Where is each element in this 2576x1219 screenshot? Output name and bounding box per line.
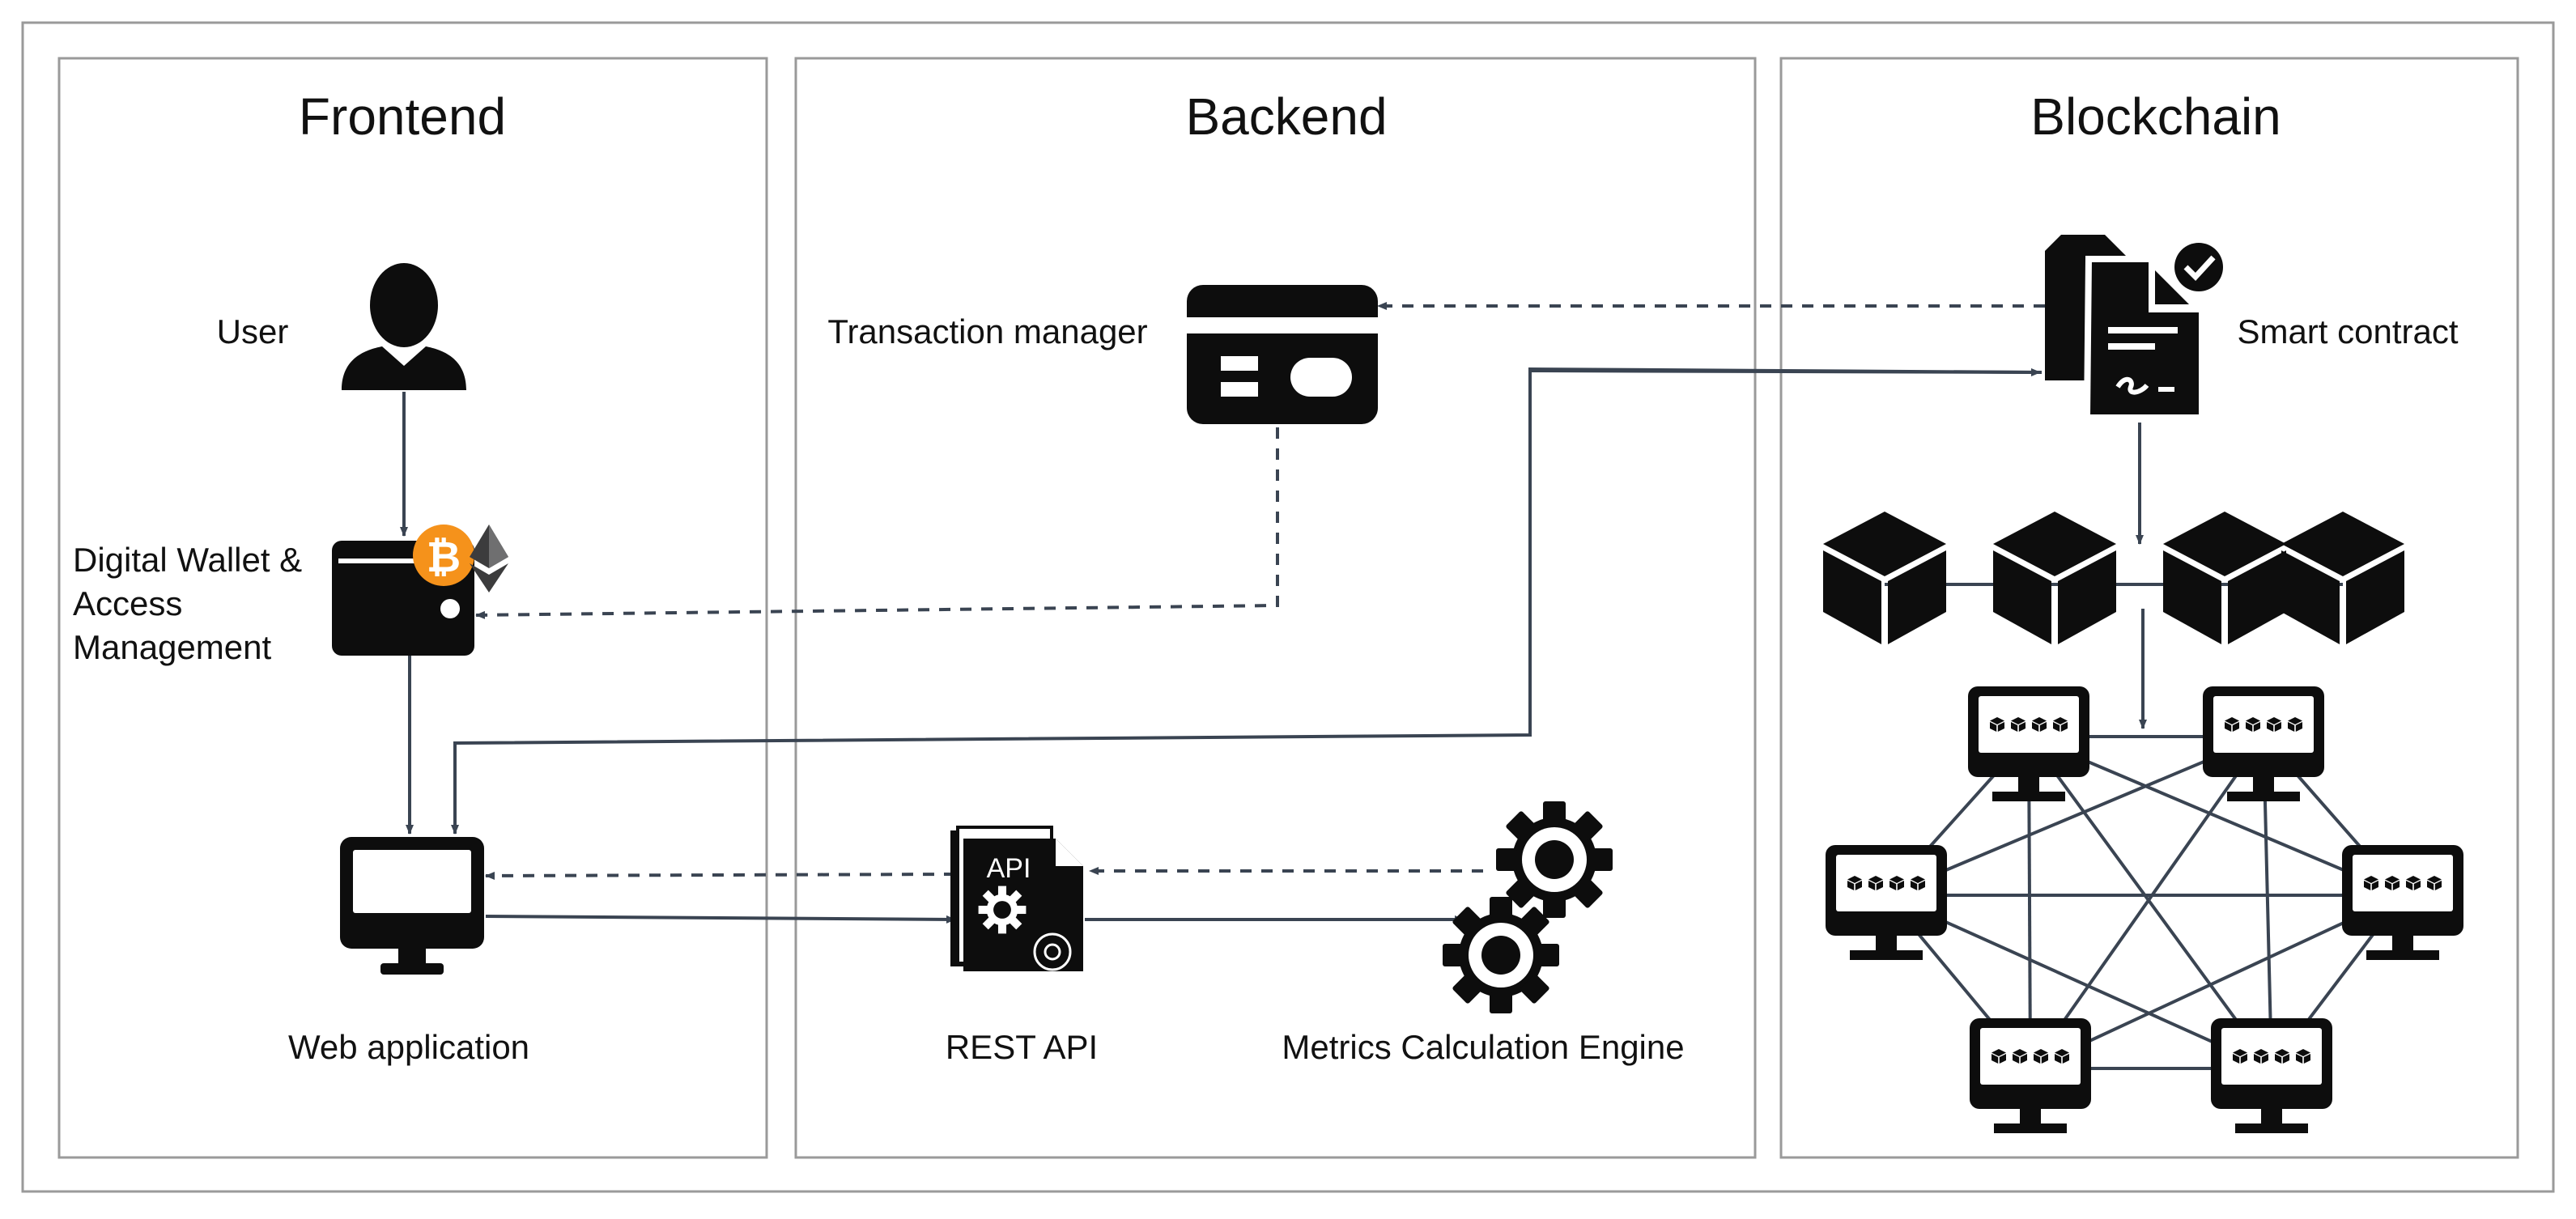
- network-node-6: [2211, 1018, 2332, 1133]
- edge-restapi-webapp: [485, 871, 956, 880]
- backend-title: Backend: [1185, 87, 1387, 146]
- api-document-icon: API: [950, 826, 1083, 971]
- monitor-icon: [340, 837, 484, 975]
- block-cube-2: [1993, 512, 2116, 644]
- user-label: User: [217, 312, 289, 350]
- edge-webapp-smartcontract: [451, 367, 2043, 835]
- transaction-manager-label: Transaction manager: [827, 312, 1147, 350]
- network-node-5: [1970, 1018, 2091, 1133]
- metrics-engine-label: Metrics Calculation Engine: [1282, 1028, 1684, 1066]
- backend-panel: [794, 57, 1757, 1159]
- edge-webapp-restapi: [485, 915, 956, 924]
- api-badge: API: [987, 853, 1031, 884]
- blockchain-title: Blockchain: [2030, 87, 2281, 146]
- network-node-4: [2342, 845, 2463, 960]
- frontend-panel: [57, 57, 768, 1159]
- block-cube-3: [2163, 512, 2286, 644]
- user-icon: [342, 263, 466, 390]
- edge-to-smartcontract: [1529, 367, 2041, 376]
- smart-contract-label: Smart contract: [2237, 312, 2458, 350]
- connectors: [400, 367, 2147, 924]
- bitcoin-icon: ₿: [413, 525, 474, 586]
- blockchain-panel: [1779, 57, 2519, 1159]
- gears-icon: [1443, 801, 1613, 1013]
- network-node-3: [1826, 845, 1947, 960]
- block-cube-1: [1823, 512, 1946, 644]
- edge-transaction-wallet: [475, 427, 1279, 619]
- wallet-label: Digital Wallet & Access Management: [73, 541, 312, 666]
- credit-card-icon: [1187, 285, 1378, 424]
- rest-api-label: REST API: [946, 1028, 1098, 1066]
- frontend-title: Frontend: [299, 87, 506, 146]
- outer-frame: [21, 21, 2555, 1193]
- webapp-label: Web application: [288, 1028, 529, 1066]
- contract-document-icon: [2045, 235, 2228, 421]
- ethereum-icon: [470, 525, 508, 593]
- dashed-connectors: [475, 302, 2045, 880]
- svg-text:₿: ₿: [427, 534, 461, 581]
- block-cube-4: [2281, 512, 2404, 644]
